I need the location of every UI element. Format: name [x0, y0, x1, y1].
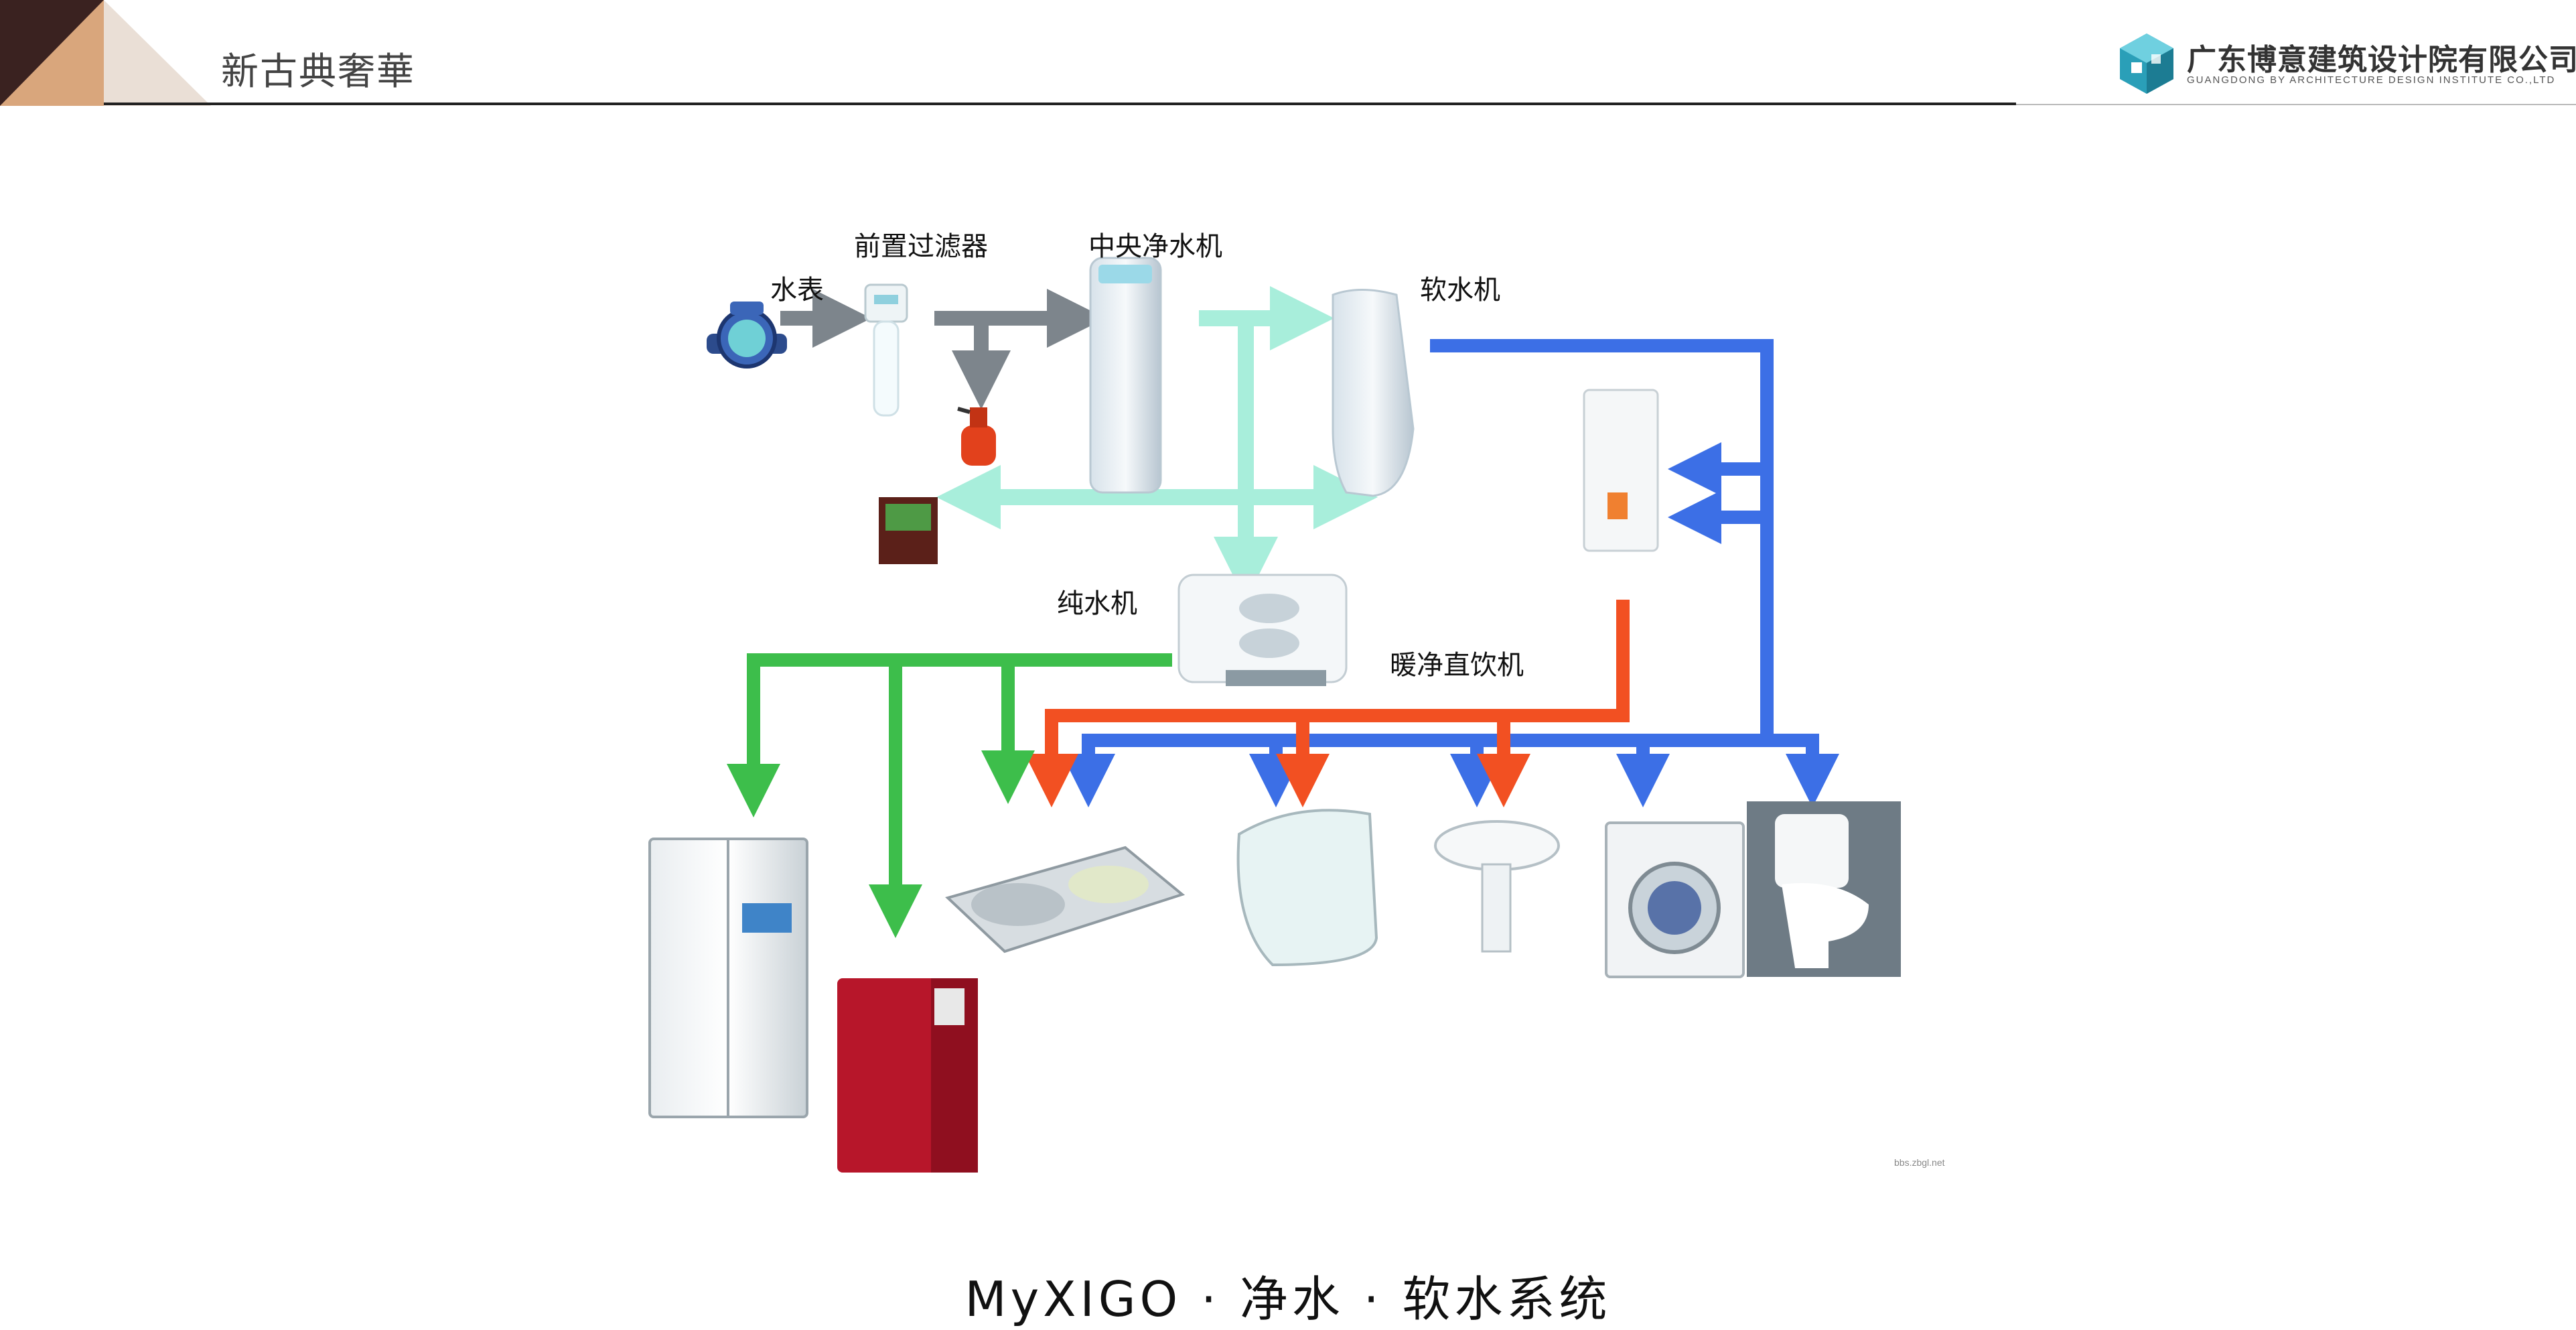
label-warm-drink: 暖净直饮机: [1390, 650, 1524, 681]
header-divider-light: [2016, 104, 2576, 105]
company-logo: 广东博意建筑设计院有限公司 GUANGDONG BY ARCHITECTURE …: [2117, 30, 2576, 97]
cube-logo-icon: [2120, 34, 2173, 94]
pre-filter-icon: [864, 283, 908, 417]
drinking-machine-icon: [837, 978, 978, 1173]
label-water-meter: 水表: [770, 275, 824, 306]
washing-machine-icon: [1605, 821, 1745, 978]
central-purifier-icon: [1089, 257, 1162, 494]
company-name: 广东博意建筑设计院有限公司: [2187, 44, 2576, 76]
tap-water-flow: [780, 289, 1106, 409]
pure-water-flow: [727, 653, 1172, 938]
page-title: 新古典奢華: [221, 50, 415, 92]
label-central-purifier: 中央净水机: [1088, 231, 1222, 262]
soft-water-flow: [1062, 339, 1839, 807]
water-meter-icon: [707, 302, 787, 369]
refrigerator-icon: [648, 838, 808, 1118]
label-softener: 软水机: [1420, 275, 1500, 306]
water-system-diagram: [648, 257, 1901, 1173]
toilet-icon: [1747, 801, 1901, 977]
softener-icon: [1332, 289, 1415, 497]
label-pre-filter: 前置过滤器: [854, 231, 988, 262]
bathtub-icon: [1236, 809, 1378, 967]
purified-water-flow: [936, 286, 1378, 601]
header-divider: [104, 103, 2016, 105]
company-name-en: GUANGDONG BY ARCHITECTURE DESIGN INSTITU…: [2187, 74, 2556, 86]
water-heater-icon: [1583, 389, 1659, 552]
hot-water-flow: [1025, 600, 1630, 807]
pure-water-machine-icon: [1177, 574, 1348, 686]
watermark: bbs.zbgl.net: [1894, 1157, 1945, 1168]
label-pure-water: 纯水机: [1057, 588, 1137, 619]
corner-decoration: [0, 0, 211, 106]
washbasin-icon: [1434, 820, 1560, 953]
sink-icon: [945, 846, 1186, 953]
sprayer-icon: [957, 407, 996, 466]
page-header: 新古典奢華 广东博意建筑设计院有限公司 GUANGDONG BY ARCHITE…: [0, 0, 2576, 107]
aquarium-icon: [879, 497, 938, 564]
diagram-caption: MyXIGO · 净水 · 软水系统: [964, 1271, 1612, 1327]
